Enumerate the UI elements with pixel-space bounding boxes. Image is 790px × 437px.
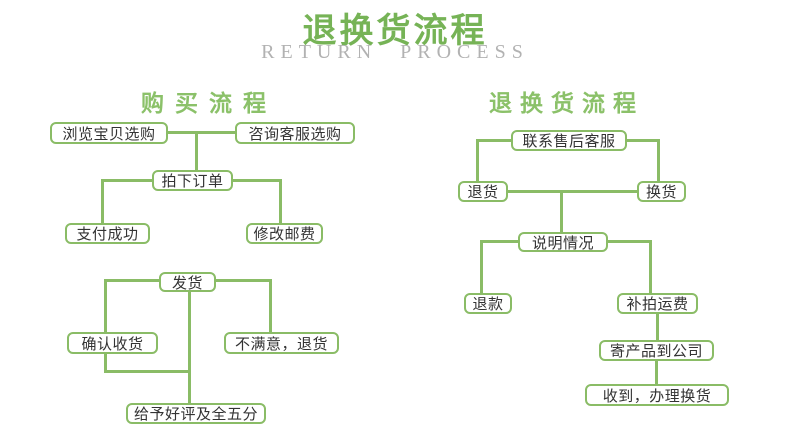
flow-node-browse: 浏览宝贝选购 (50, 122, 168, 144)
connector-order-pay-v (101, 179, 104, 224)
flow-node-received: 收到，办理换货 (585, 384, 729, 406)
connector-return-exchange-h (507, 190, 638, 193)
flow-node-pay: 支付成功 (65, 223, 150, 244)
connector-browse-consult (167, 131, 236, 134)
page-title: 退换货流程 (302, 11, 488, 51)
connector-to-explain-v (560, 190, 563, 233)
flow-node-ship: 发货 (159, 272, 216, 292)
connector-contact-exchange-v (657, 139, 660, 182)
connector-confirm-review-v (104, 352, 107, 373)
purchase-flow-title: 购买流程 (141, 90, 277, 117)
connector-explain-shipfee-v (649, 240, 652, 294)
flow-node-explain: 说明情况 (518, 232, 608, 252)
flow-node-shipping-fee: 补拍运费 (617, 293, 698, 314)
flow-node-consult: 咨询客服选购 (235, 122, 355, 144)
flow-node-unsatisfied: 不满意，退货 (224, 332, 339, 354)
connector-explain-refund-v (480, 240, 483, 294)
connector-contact-return-v (476, 139, 479, 182)
connector-order-pay-h (101, 179, 154, 182)
connector-ship-confirm-v (104, 279, 107, 333)
connector-explain-refund-h (480, 240, 520, 243)
connector-ship-unsatisfied-h (214, 279, 272, 282)
flow-node-exchange: 换货 (637, 181, 686, 202)
return-flow-title: 退换货流程 (489, 90, 644, 117)
connector-shipfee-send-v (656, 313, 659, 341)
flow-node-postage: 修改邮费 (246, 223, 323, 244)
connector-order-postage-h (231, 179, 282, 182)
connector-to-order (195, 131, 198, 172)
connector-explain-shipfee-h (605, 240, 652, 243)
page-subtitle: RETURN PROCESS (261, 41, 529, 63)
connector-ship-unsatisfied-v (269, 279, 272, 333)
flow-node-review: 给予好评及全五分 (126, 403, 266, 424)
flow-node-order: 拍下订单 (152, 170, 233, 191)
connector-ship-review-v (188, 291, 191, 404)
flow-node-send-product: 寄产品到公司 (599, 340, 714, 361)
flow-node-return: 退货 (458, 181, 508, 202)
connector-contact-return-h (476, 139, 513, 142)
flow-node-contact: 联系售后客服 (511, 130, 627, 151)
connector-send-received-v (655, 360, 658, 385)
connector-contact-exchange-h (625, 139, 660, 142)
flow-node-refund: 退款 (464, 293, 512, 314)
connector-order-postage-v (279, 179, 282, 224)
flow-node-confirm: 确认收货 (67, 332, 158, 354)
connector-ship-confirm-h (104, 279, 161, 282)
connector-confirm-review-h (104, 370, 191, 373)
